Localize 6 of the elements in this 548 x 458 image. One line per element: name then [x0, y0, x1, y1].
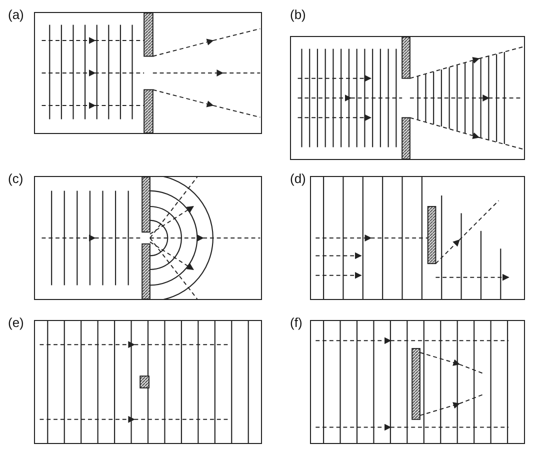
panel-label: (a) [8, 8, 24, 22]
panel-label: (d) [290, 172, 306, 186]
panel-label: (f) [290, 316, 302, 330]
panel-label: (e) [8, 316, 24, 330]
panel-label: (b) [290, 8, 306, 22]
panel-label: (c) [8, 172, 24, 186]
